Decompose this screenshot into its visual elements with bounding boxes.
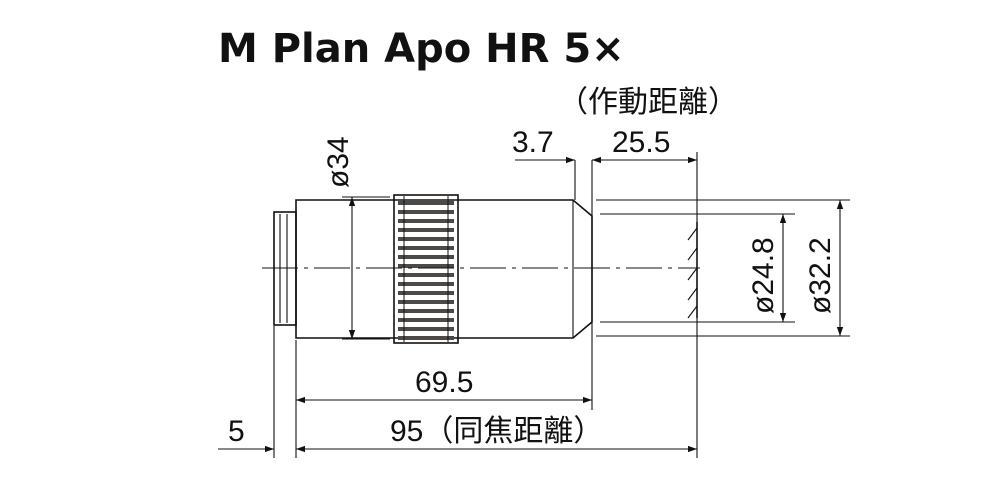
knurl-groove [398, 309, 454, 313]
knurl-groove [398, 318, 454, 322]
knurl-groove [398, 201, 454, 205]
knurl-groove [398, 273, 454, 277]
dimension-lines [218, 156, 844, 453]
label-95: 95（同焦距離） [390, 415, 603, 448]
knurl-groove [398, 219, 454, 223]
knurl-groove [398, 336, 454, 340]
knurl-groove [398, 264, 454, 268]
label-dia32-2: ø32.2 [804, 237, 837, 314]
page-title: M Plan Apo HR 5× [218, 26, 625, 72]
label-5: 5 [228, 415, 245, 448]
knurled-ring [393, 194, 459, 344]
knurl-groove [398, 237, 454, 241]
knurl-groove [398, 228, 454, 232]
extension-lines [273, 152, 850, 458]
knurl-groove [398, 255, 454, 259]
label-25-5: 25.5 [612, 126, 670, 159]
knurl-grooves [398, 196, 454, 342]
knurl-groove [398, 291, 454, 295]
label-dia24-8: ø24.8 [747, 237, 780, 314]
label-dia34: ø34 [322, 136, 355, 188]
specimen-surface [687, 222, 698, 319]
knurl-groove [398, 282, 454, 286]
knurl-groove [398, 300, 454, 304]
label-69-5: 69.5 [415, 366, 473, 399]
label-3-7: 3.7 [512, 126, 554, 159]
knurl-groove [398, 210, 454, 214]
knurl-groove [398, 246, 454, 250]
objective-body [262, 194, 700, 344]
knurl-groove [398, 327, 454, 331]
working-distance-label: （作動距離） [558, 86, 738, 119]
dimension-labels: （作動距離） 3.7 25.5 ø34 ø24.8 ø32.2 69.5 5 9… [228, 86, 837, 448]
